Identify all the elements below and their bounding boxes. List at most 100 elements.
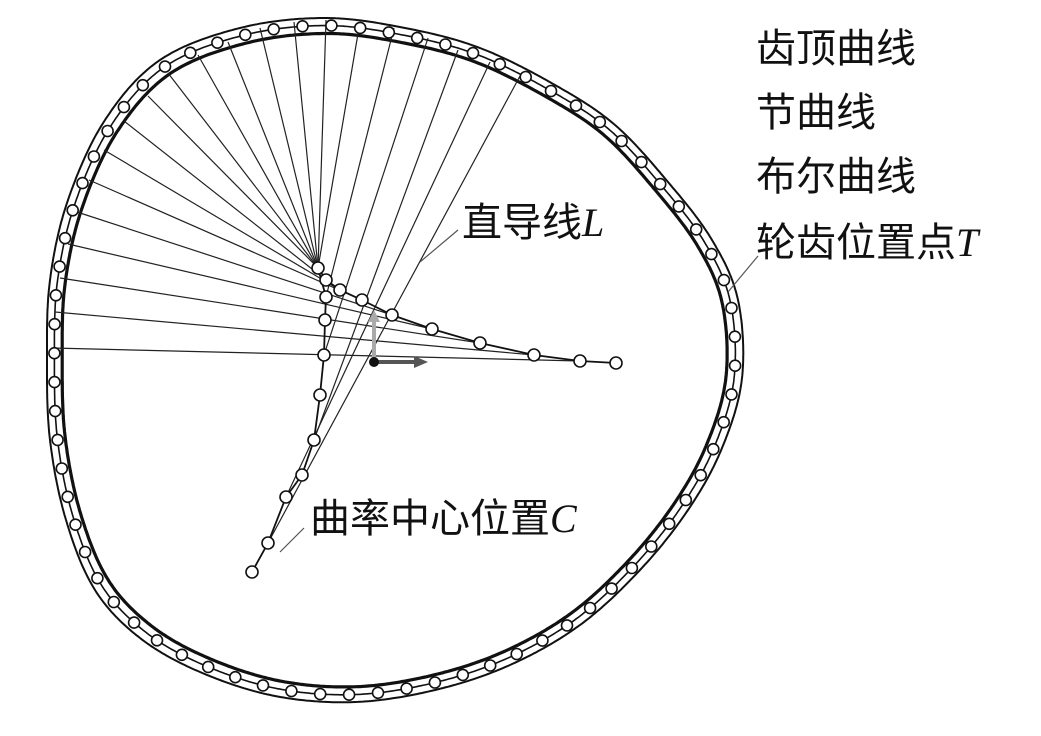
curvature-center-point — [319, 290, 333, 304]
tooth-point — [653, 177, 667, 191]
curvature-center-point — [573, 354, 587, 368]
tooth-point — [61, 490, 74, 504]
curvature-center-point — [473, 336, 487, 350]
addendum-curve — [46, 17, 745, 704]
normal-ray — [285, 61, 491, 498]
legend-boolean-curve: 布尔曲线 — [756, 154, 916, 200]
tooth-point — [371, 686, 385, 700]
coordinate-axes — [368, 310, 428, 368]
tooth-point — [76, 176, 89, 190]
normal-ray — [317, 19, 327, 269]
tooth-point — [107, 595, 121, 609]
normal-ray — [88, 179, 363, 301]
tooth-point — [48, 404, 62, 418]
tooth-point — [58, 231, 72, 245]
tooth-point — [49, 288, 63, 302]
tooth-point — [519, 70, 533, 84]
tooth-point — [239, 28, 252, 42]
normal-rays — [51, 19, 581, 544]
legend-pitch-curve: 节曲线 — [756, 90, 876, 136]
normal-ray — [259, 27, 319, 269]
tooth-point — [325, 19, 338, 32]
tooth-point — [136, 78, 150, 92]
tooth-point — [635, 155, 648, 169]
rotation-center-dot — [369, 357, 379, 367]
tooth-point — [256, 679, 270, 692]
tooth-point — [91, 571, 104, 585]
tooth-point — [127, 616, 141, 629]
curvature-center-point — [527, 348, 541, 362]
curvature-center-point — [261, 536, 275, 550]
normal-ray — [123, 120, 327, 281]
normal-ray — [313, 49, 459, 441]
tooth-point — [48, 317, 61, 331]
tooth-point — [706, 442, 720, 456]
curvature-center-point — [245, 565, 259, 579]
tooth-point — [211, 36, 224, 50]
normal-ray — [147, 95, 319, 269]
boolean-curve — [60, 31, 729, 689]
normal-ray — [323, 37, 429, 356]
tooth-point — [158, 60, 172, 73]
normal-ray — [317, 21, 361, 269]
tooth-point — [296, 19, 309, 33]
curvature-center-point — [385, 308, 399, 322]
tooth-point — [625, 561, 639, 575]
tooth-point — [728, 359, 742, 373]
curvature-center-point — [311, 261, 325, 275]
legend-leader-line — [727, 255, 759, 293]
normal-ray — [51, 347, 581, 362]
tooth-point — [410, 31, 424, 45]
legend-addendum-curve: 齿顶曲线 — [756, 26, 916, 72]
tooth-point — [117, 100, 131, 114]
tooth-point — [466, 46, 480, 60]
tooth-point — [605, 582, 618, 595]
curvature-center-point — [319, 273, 333, 287]
tooth-point — [725, 301, 738, 315]
tooth-point — [428, 676, 442, 689]
tooth-point — [728, 330, 742, 344]
tooth-point — [536, 634, 549, 647]
tooth-point — [493, 57, 507, 71]
tooth-point — [483, 659, 497, 672]
tooth-point — [285, 684, 298, 698]
normal-ray — [227, 41, 319, 269]
normal-ray — [76, 211, 393, 316]
tooth-point — [569, 99, 583, 112]
tooth-point — [510, 647, 524, 661]
tooth-point — [560, 619, 574, 632]
curvature-center-points — [245, 261, 623, 579]
center-leader-line — [279, 527, 305, 553]
tooth-point — [593, 115, 607, 129]
y-axis-arrowhead — [368, 310, 380, 322]
normal-ray — [103, 149, 341, 291]
tooth-point — [55, 462, 69, 475]
tooth-point — [694, 468, 708, 482]
tooth-point — [353, 21, 367, 35]
normal-ray — [197, 54, 319, 269]
tooth-position-points — [48, 19, 742, 702]
normal-ray — [59, 277, 481, 344]
tooth-point — [689, 223, 703, 236]
tooth-point — [150, 633, 164, 647]
curvature-center-point — [313, 388, 327, 402]
curvature-center-point — [318, 313, 332, 327]
curvature-center-point — [333, 283, 347, 297]
tooth-point — [439, 38, 452, 51]
tooth-point — [175, 648, 189, 662]
curvature-center-point — [425, 322, 439, 336]
tooth-point — [456, 668, 470, 682]
curvature-center-label: 曲率中心位置C — [310, 496, 578, 542]
tooth-point — [583, 601, 597, 615]
normal-ray — [67, 243, 433, 330]
curvature-center-point — [317, 348, 331, 362]
tooth-point — [662, 517, 676, 531]
tooth-point — [725, 388, 738, 401]
curvature-center-point — [355, 293, 369, 307]
tooth-point — [51, 433, 64, 447]
tooth-point — [101, 124, 114, 138]
normal-ray — [167, 72, 319, 269]
tooth-point — [679, 493, 693, 507]
tooth-point — [48, 346, 61, 360]
